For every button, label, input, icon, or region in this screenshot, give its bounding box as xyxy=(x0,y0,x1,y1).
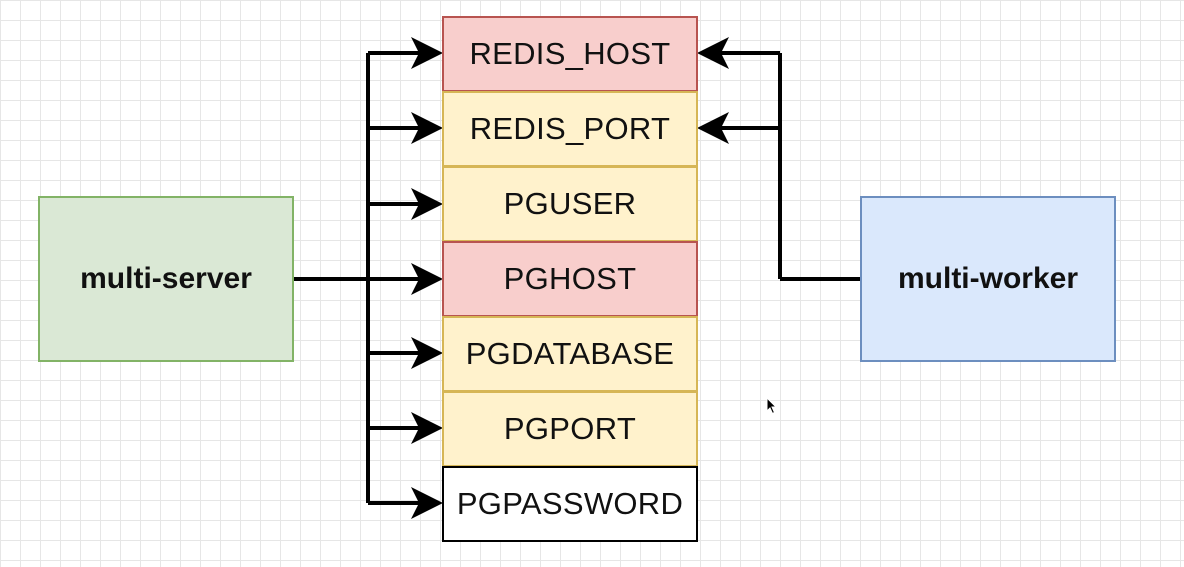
multi-worker-box[interactable]: multi-worker xyxy=(860,196,1116,362)
env-var-redis-port[interactable]: REDIS_PORT xyxy=(442,91,698,167)
env-var-label: PGDATABASE xyxy=(465,336,675,371)
env-var-pgpassword[interactable]: PGPASSWORD xyxy=(442,466,698,542)
worker-connectors xyxy=(697,37,860,281)
env-var-label: PGUSER xyxy=(503,186,637,221)
env-var-pgport[interactable]: PGPORT xyxy=(442,391,698,467)
env-var-label: REDIS_PORT xyxy=(469,111,671,146)
env-var-redis-host[interactable]: REDIS_HOST xyxy=(442,16,698,92)
multi-server-label: multi-server xyxy=(80,262,252,295)
env-var-label: PGHOST xyxy=(503,261,637,296)
env-var-label: PGPORT xyxy=(503,411,637,446)
mouse-pointer-icon xyxy=(766,397,778,415)
env-var-pghost[interactable]: PGHOST xyxy=(442,241,698,317)
multi-server-box[interactable]: multi-server xyxy=(38,196,294,362)
env-var-label: REDIS_HOST xyxy=(469,36,671,71)
env-var-label: PGPASSWORD xyxy=(456,486,684,521)
multi-worker-label: multi-worker xyxy=(897,262,1079,295)
env-var-pgdatabase[interactable]: PGDATABASE xyxy=(442,316,698,392)
env-var-pguser[interactable]: PGUSER xyxy=(442,166,698,242)
server-connectors xyxy=(294,37,443,519)
